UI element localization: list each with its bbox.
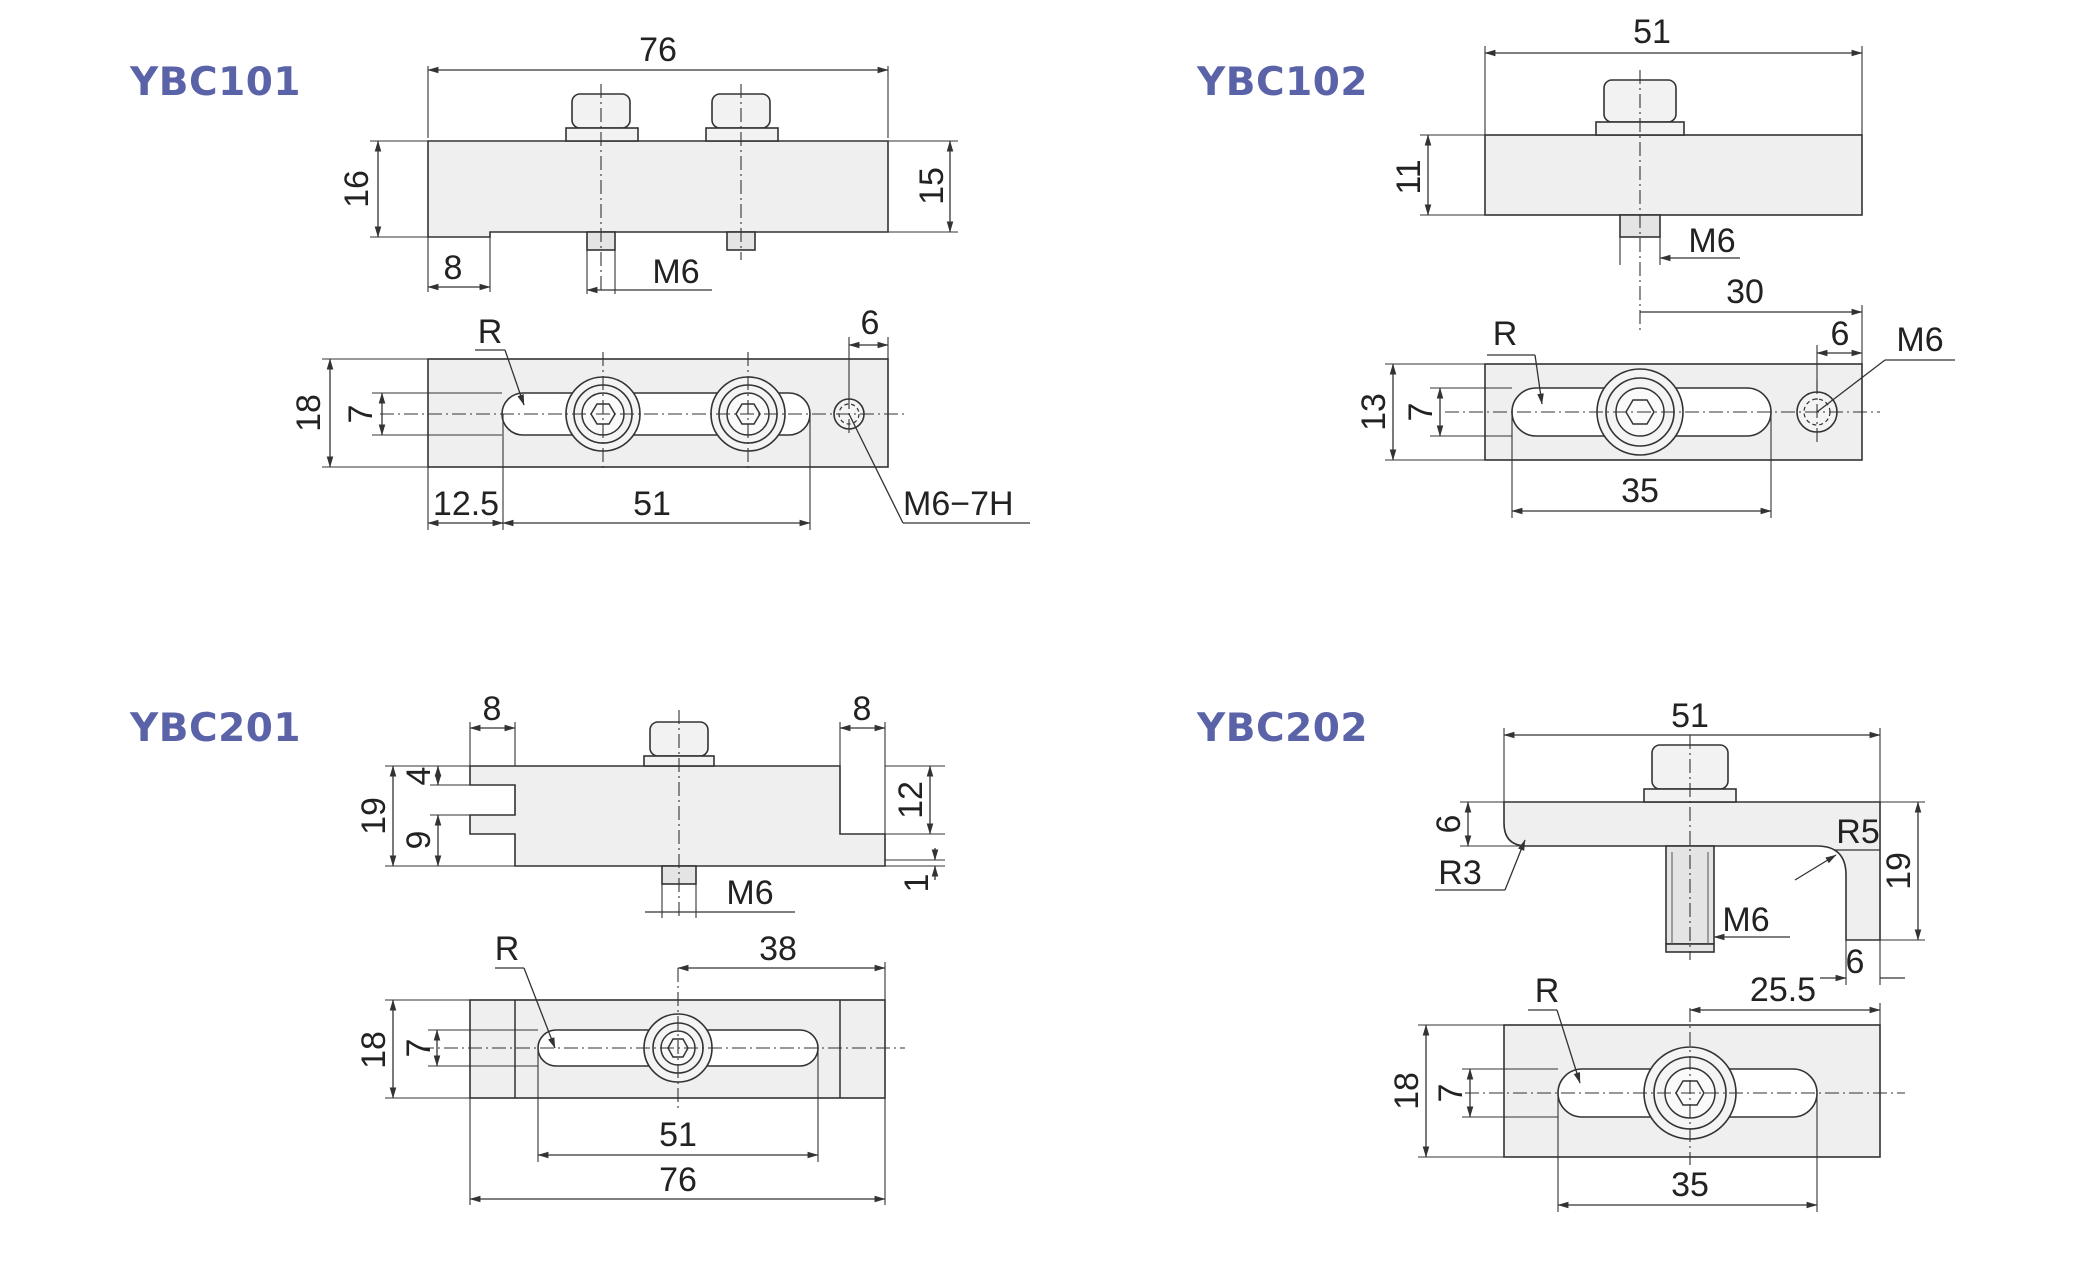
ybc201-body xyxy=(469,765,886,867)
dim-height-19: 19 xyxy=(355,797,393,835)
dim-width-76: 76 xyxy=(659,1161,697,1199)
dim-right-height-12: 12 xyxy=(892,781,930,819)
dim-hole-edge-6: 6 xyxy=(861,304,880,342)
ybc202-front-view: 51 6 R3 R5 19 M6 6 xyxy=(1430,697,1925,985)
dim-slot-7: 7 xyxy=(342,405,380,424)
label-thread-m6: M6 xyxy=(1688,222,1735,260)
label-radius-r3: R3 xyxy=(1438,854,1481,892)
ybc102-front-view: 51 11 M6 xyxy=(1390,13,1863,330)
label-thread-m6: M6 xyxy=(726,874,773,912)
dim-width-51: 51 xyxy=(1633,13,1671,51)
figure-title-ybc102: YBC102 xyxy=(1197,60,1368,105)
ybc101-body xyxy=(427,140,889,238)
bolt-flange xyxy=(705,127,779,142)
label-slot-radius: R xyxy=(495,930,520,968)
ybc101-front-view: 76 16 15 8 M6 xyxy=(338,31,958,294)
figure-title-ybc202: YBC202 xyxy=(1197,706,1368,751)
dim-pitch-51: 51 xyxy=(633,485,671,523)
dim-center-offset-38: 38 xyxy=(759,930,797,968)
dim-width-76: 76 xyxy=(639,31,677,69)
label-radius-r5: R5 xyxy=(1836,813,1879,851)
dim-height-13: 13 xyxy=(1355,393,1393,431)
figure-title-ybc201: YBC201 xyxy=(130,706,301,751)
ybc202-body xyxy=(1503,801,1881,941)
dim-foot-6: 6 xyxy=(1846,943,1865,981)
label-thread-m6-7h: M6−7H xyxy=(903,485,1014,523)
dim-height-18: 18 xyxy=(355,1031,393,1069)
dim-center-offset-25-5: 25.5 xyxy=(1750,971,1816,1009)
ybc202-top-view: R 25.5 18 7 35 xyxy=(1388,971,1905,1212)
figure-title-ybc101: YBC101 xyxy=(130,60,301,105)
dim-hole-edge-6: 6 xyxy=(1831,315,1850,353)
dim-height-18: 18 xyxy=(1388,1072,1426,1110)
dim-plate-6: 6 xyxy=(1430,815,1468,834)
label-slot-radius: R xyxy=(478,313,503,351)
ybc101-top-view: 18 7 R 12.5 51 6 M6−7H xyxy=(290,304,1030,530)
dim-height-19: 19 xyxy=(1880,852,1918,890)
dim-width-51: 51 xyxy=(1671,697,1709,735)
dim-hole-center-30: 30 xyxy=(1726,273,1764,311)
dim-slot-length-51: 51 xyxy=(659,1116,697,1154)
dim-right-offset-1: 1 xyxy=(898,874,936,893)
dim-step-8: 8 xyxy=(444,249,463,287)
dim-height-15: 15 xyxy=(913,167,951,205)
dim-height-18: 18 xyxy=(290,394,328,432)
dim-slot-7: 7 xyxy=(400,1039,438,1058)
dim-slot-7: 7 xyxy=(1432,1084,1470,1103)
dim-height-16: 16 xyxy=(338,170,376,208)
dim-slot-7: 7 xyxy=(1402,403,1440,422)
dim-step-left-8: 8 xyxy=(483,690,502,728)
ybc102-body xyxy=(1484,134,1863,216)
bolt-flange xyxy=(565,127,639,142)
dim-height-11: 11 xyxy=(1390,159,1428,194)
dim-slot-length-35: 35 xyxy=(1671,1166,1709,1204)
label-hole-thread-m6: M6 xyxy=(1896,321,1943,359)
label-slot-radius: R xyxy=(1535,972,1560,1010)
dim-slot-length-35: 35 xyxy=(1621,472,1659,510)
ybc201-front-view: 8 8 19 4 9 12 1 M6 xyxy=(355,690,945,920)
dim-lower-notch-9: 9 xyxy=(400,831,438,850)
label-slot-radius: R xyxy=(1493,315,1518,353)
ybc201-top-view: R 38 18 7 51 76 xyxy=(355,930,905,1205)
dim-step-right-8: 8 xyxy=(853,690,872,728)
dim-offset-12-5: 12.5 xyxy=(433,485,499,523)
ybc102-top-view: 30 6 M6 R 13 7 35 xyxy=(1355,273,1955,518)
label-thread-m6: M6 xyxy=(1722,901,1769,939)
label-thread-m6: M6 xyxy=(652,253,699,291)
dim-upper-notch-4: 4 xyxy=(400,767,438,786)
